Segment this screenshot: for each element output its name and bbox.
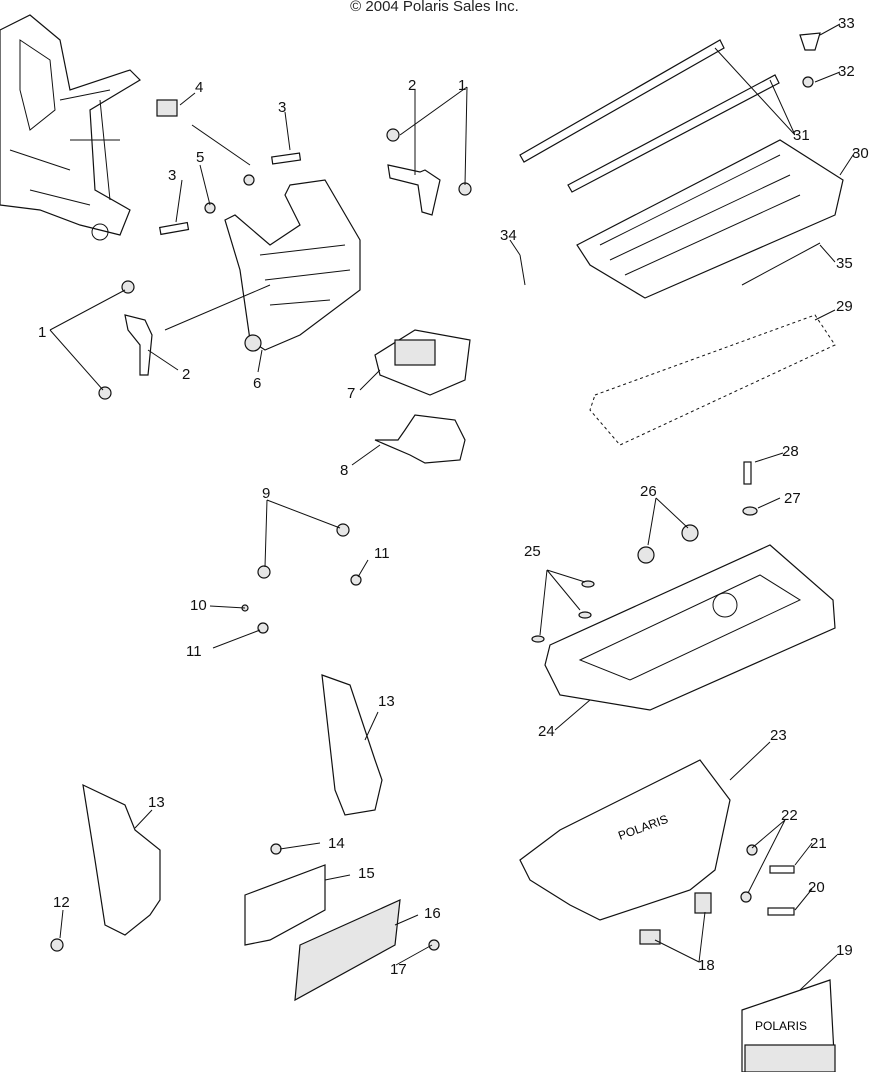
callout-27: 27 <box>784 490 801 507</box>
callout-19: 19 <box>836 942 853 959</box>
callout-16: 16 <box>424 905 441 922</box>
copyright-text: © 2004 Polaris Sales Inc. <box>350 0 519 15</box>
callout-2b: 2 <box>182 366 191 383</box>
callout-35: 35 <box>836 255 853 272</box>
seal-29 <box>589 314 836 446</box>
callout-26: 26 <box>640 483 657 500</box>
washer-27 <box>742 506 758 516</box>
rear-cover <box>576 139 844 299</box>
callout-34: 34 <box>500 227 517 244</box>
callout-21: 21 <box>810 835 827 852</box>
callout-30: 30 <box>852 145 869 162</box>
pad-assembly <box>374 329 471 396</box>
callout-1a: 1 <box>458 77 467 94</box>
callout-17: 17 <box>390 961 407 978</box>
tab-18a <box>639 929 661 945</box>
grommet-26b <box>681 524 699 542</box>
callout-23: 23 <box>770 727 787 744</box>
callout-10: 10 <box>190 597 207 614</box>
callout-7: 7 <box>347 385 356 402</box>
callout-18: 18 <box>698 957 715 974</box>
mesh-screen <box>294 899 401 1002</box>
callout-29: 29 <box>836 298 853 315</box>
callout-15: 15 <box>358 865 375 882</box>
callout-28: 28 <box>782 443 799 460</box>
callout-4: 4 <box>195 79 204 96</box>
frame-section <box>0 14 141 241</box>
callout-12: 12 <box>53 894 70 911</box>
callout-1b: 1 <box>38 324 47 341</box>
callout-22: 22 <box>781 807 798 824</box>
plug-25a <box>531 635 545 643</box>
leader-lines <box>49 23 856 991</box>
callout-13a: 13 <box>378 693 395 710</box>
callout-5: 5 <box>196 149 205 166</box>
tab-18b <box>694 892 712 914</box>
callout-31: 31 <box>793 127 810 144</box>
fastener-12 <box>50 938 64 952</box>
callout-20: 20 <box>808 879 825 896</box>
side-panel-left <box>82 783 161 936</box>
storage-tray <box>544 544 836 711</box>
callout-11b: 11 <box>186 643 202 660</box>
callout-6: 6 <box>253 375 262 392</box>
rod-35 <box>741 242 821 286</box>
callout-33: 33 <box>838 15 855 32</box>
side-panel-right <box>321 674 383 816</box>
grille-frame <box>244 864 326 946</box>
clip-parts <box>241 523 362 634</box>
mount-plate <box>374 414 466 464</box>
bolt-21 <box>769 865 795 874</box>
bolt-20 <box>767 907 795 916</box>
callout-3a: 3 <box>278 99 287 116</box>
grommet-26a <box>637 546 655 564</box>
callout-2a: 2 <box>408 77 417 94</box>
fastener-14 <box>270 843 282 855</box>
callout-11a: 11 <box>374 545 390 562</box>
callout-32: 32 <box>838 63 855 80</box>
bracket-upper <box>386 128 472 216</box>
callout-9: 9 <box>262 485 271 502</box>
nut-32 <box>802 76 814 88</box>
callout-8: 8 <box>340 462 349 479</box>
plug-25c <box>581 580 595 588</box>
front-bumper-frame <box>224 179 361 352</box>
plug-25b <box>578 611 592 619</box>
callout-25: 25 <box>524 543 541 560</box>
rod-34 <box>519 254 526 286</box>
washer-22a <box>746 844 758 856</box>
badge-decal: POLARIS <box>755 1019 807 1033</box>
bracket-lower <box>98 280 153 400</box>
badge-plate: POLARIS <box>741 979 836 1072</box>
seal-strip-upper <box>519 39 725 163</box>
callout-3b: 3 <box>168 167 177 184</box>
bolt-28 <box>743 461 752 485</box>
fastener-17 <box>428 939 440 951</box>
callout-13b: 13 <box>148 794 165 811</box>
seal-strip-lower <box>567 74 780 193</box>
clip-33 <box>799 32 821 51</box>
washer-22b <box>740 891 752 903</box>
front-fascia: POLARIS <box>519 759 731 921</box>
callout-24: 24 <box>538 723 555 740</box>
hardware-small <box>156 99 302 236</box>
callout-14: 14 <box>328 835 345 852</box>
